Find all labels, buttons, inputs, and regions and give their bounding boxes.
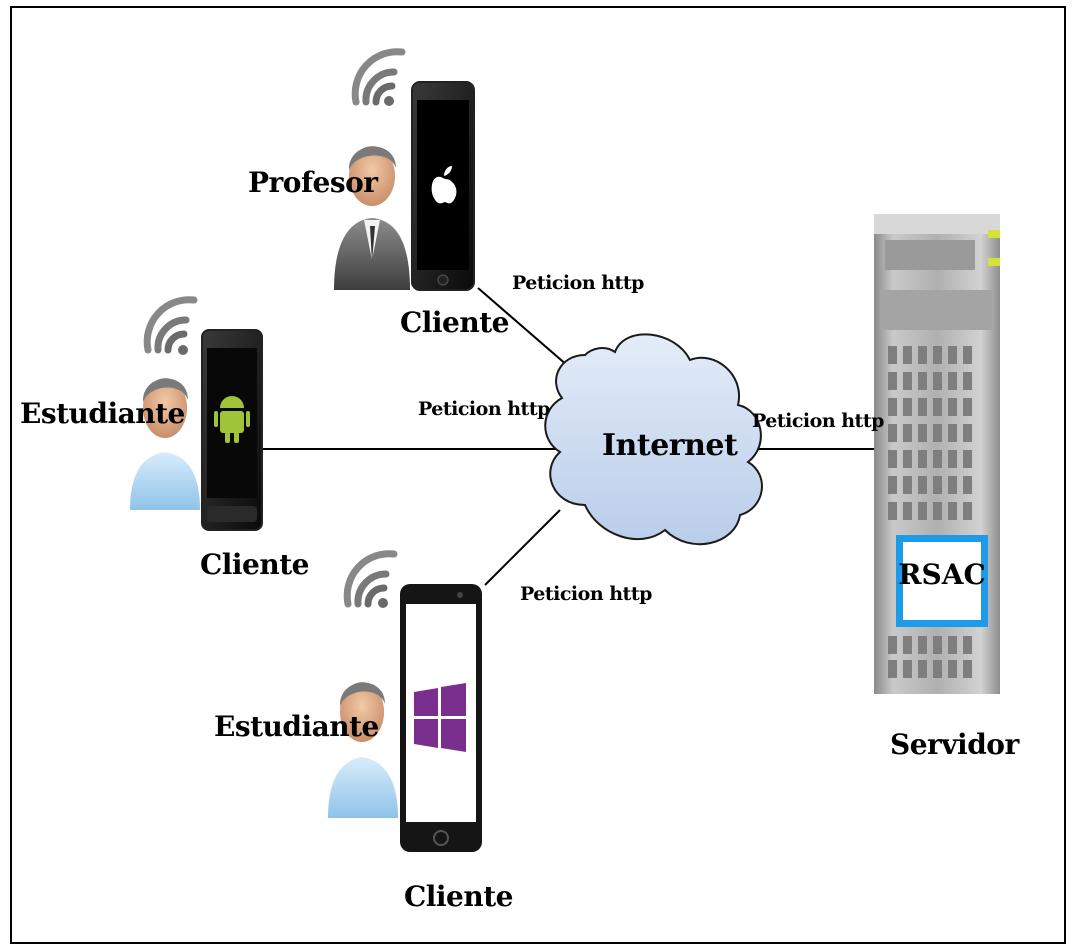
edge-windows-internet (484, 509, 561, 586)
wifi-icon (343, 550, 398, 608)
windows-phone-device-icon (400, 584, 482, 852)
edge-profesor-internet (477, 287, 569, 367)
servidor-label: Servidor (890, 728, 1019, 761)
rsac-app-box: RSAC (896, 535, 988, 627)
estudiante-person-icon (130, 378, 200, 510)
internet-cloud-icon (544, 333, 763, 546)
estudiante-windows-cliente-label: Cliente (404, 880, 513, 913)
rsac-label: RSAC (898, 557, 986, 591)
estudiante-windows-label: Estudiante (214, 710, 379, 743)
estudiante-android-cliente-label: Cliente (200, 548, 309, 581)
windows-logo-icon (414, 683, 466, 752)
internet-label: Internet (602, 428, 738, 463)
android-icon (214, 396, 250, 443)
apple-logo-icon (431, 166, 457, 204)
estudiante-android-label: Estudiante (20, 397, 185, 430)
wifi-icon (143, 296, 198, 355)
wifi-icon (351, 48, 406, 106)
edge-label-windows: Peticion http (520, 583, 652, 605)
edge-label-profesor: Peticion http (512, 272, 644, 294)
edge-label-servidor: Peticion http (752, 410, 884, 432)
profesor-person-icon (334, 146, 410, 290)
profesor-cliente-label: Cliente (400, 306, 509, 339)
profesor-label: Profesor (248, 166, 378, 199)
edge-label-android: Peticion http (418, 398, 550, 420)
estudiante-person-icon (328, 682, 398, 818)
connections (262, 287, 876, 586)
diagram-frame (10, 6, 1066, 944)
